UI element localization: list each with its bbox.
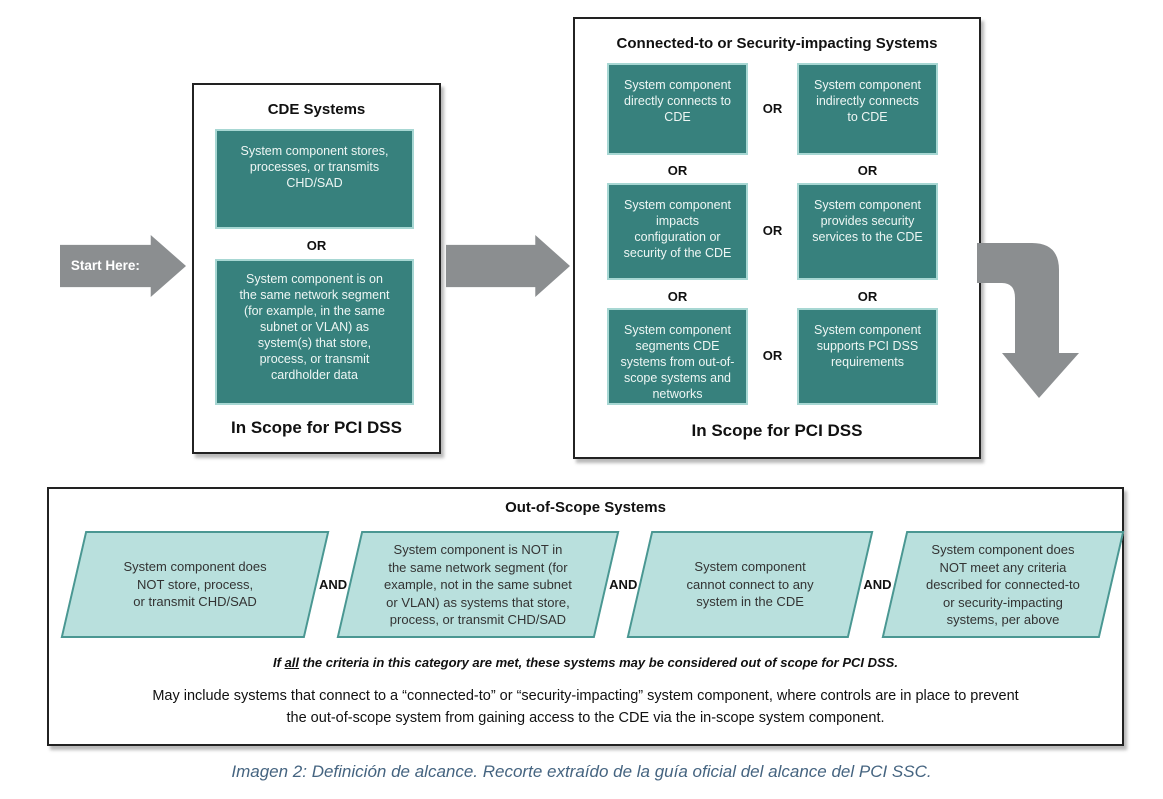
oos-criterion-not-meet-criteria-text: System component does NOT meet any crite…	[925, 541, 1080, 627]
oos-note-underlined: all	[284, 655, 300, 670]
oos-note: If all the criteria in this category are…	[49, 655, 1122, 670]
criterion-provides-security: System component provides security servi…	[797, 183, 938, 280]
and-label-3: AND	[863, 577, 892, 592]
or-label-col1-gap2: OR	[667, 289, 688, 304]
or-label-col2-gap2: OR	[857, 289, 878, 304]
criterion-supports-pcidss: System component supports PCI DSS requir…	[797, 308, 938, 405]
oos-note-prefix: If	[273, 655, 285, 670]
oos-panel-title: Out-of-Scope Systems	[505, 499, 666, 516]
connected-systems-panel: Connected-to or Security-impacting Syste…	[573, 17, 981, 459]
curved-down-arrow-icon	[977, 243, 1079, 398]
oos-criterion-cannot-connect: System component cannot connect to any s…	[626, 531, 874, 638]
oos-may-include-text: May include systems that connect to a “c…	[152, 688, 1019, 726]
cde-or-label: OR	[306, 238, 327, 253]
oos-criterion-not-store-text: System component does NOT store, process…	[123, 559, 267, 610]
oos-criterion-cannot-connect-text: System component cannot connect to any s…	[686, 559, 814, 610]
figure-caption: Imagen 2: Definición de alcance. Recorte…	[231, 762, 932, 781]
criterion-segments-cde: System component segments CDE systems fr…	[607, 308, 748, 405]
or-label-row3-center: OR	[762, 348, 783, 363]
cde-criterion-same-segment: System component is on the same network …	[215, 259, 414, 405]
cde-in-scope-footer: In Scope for PCI DSS	[231, 418, 402, 437]
oos-note-suffix: the criteria in this category are met, t…	[299, 655, 898, 670]
oos-criterion-not-same-segment: System component is NOT in the same netw…	[336, 531, 620, 638]
or-label-row1-center: OR	[762, 101, 783, 116]
cde-panel-title: CDE Systems	[267, 101, 366, 118]
cde-systems-panel: CDE Systems System component stores, pro…	[192, 83, 441, 454]
or-label-row2-center: OR	[762, 223, 783, 238]
oos-criterion-not-meet-criteria: System component does NOT meet any crite…	[881, 531, 1124, 638]
oos-criteria-row: System component does NOT store, process…	[60, 531, 1124, 638]
and-label-2: AND	[609, 577, 638, 592]
criterion-directly-connects: System component directly connects to CD…	[607, 63, 748, 155]
right-arrow-icon	[446, 235, 570, 297]
cde-criterion-stores-chd: System component stores, processes, or t…	[215, 129, 414, 229]
oos-criterion-not-same-segment-text: System component is NOT in the same netw…	[384, 541, 573, 627]
connected-panel-title: Connected-to or Security-impacting Syste…	[616, 35, 938, 52]
connected-in-scope-footer: In Scope for PCI DSS	[691, 421, 863, 440]
oos-criterion-not-store: System component does NOT store, process…	[60, 531, 330, 638]
out-of-scope-panel: Out-of-Scope Systems System component do…	[47, 487, 1124, 746]
start-here-arrow-icon: Start Here:	[60, 235, 186, 297]
criterion-indirectly-connects: System component indirectly connects to …	[797, 63, 938, 155]
or-label-col2-gap1: OR	[857, 163, 878, 178]
start-here-label: Start Here:	[70, 258, 140, 274]
criterion-impacts-configuration: System component impacts configuration o…	[607, 183, 748, 280]
or-label-col1-gap1: OR	[667, 163, 688, 178]
and-label-1: AND	[319, 577, 348, 592]
